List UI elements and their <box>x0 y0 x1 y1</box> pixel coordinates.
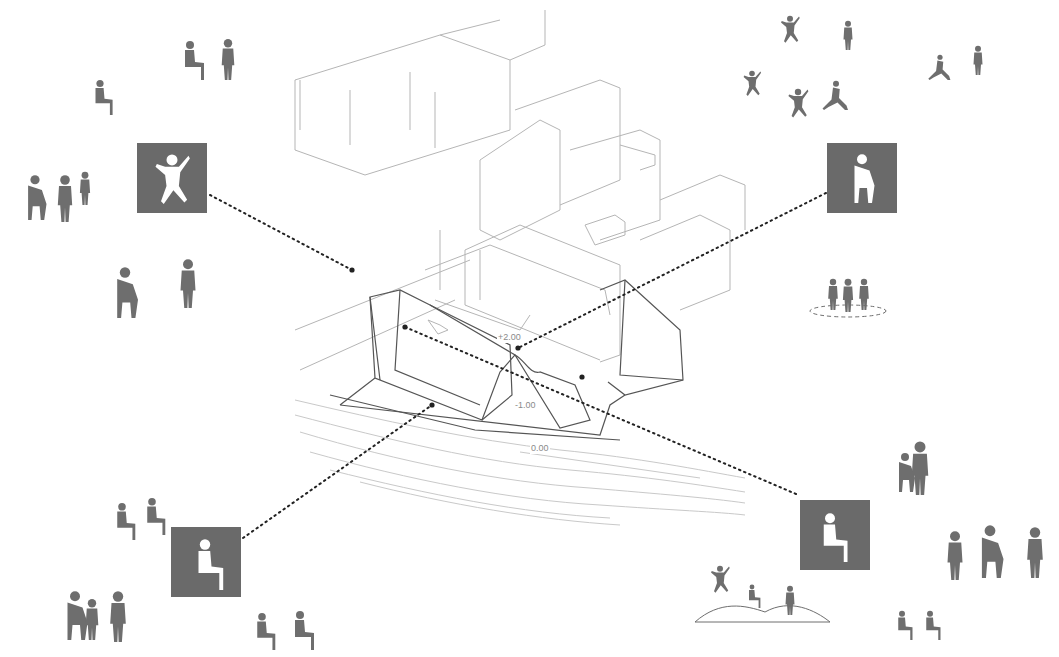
level-label: 0.00 <box>530 443 550 454</box>
icon-boxes <box>137 143 897 597</box>
leader-lines <box>210 193 826 538</box>
leader-dots <box>349 267 584 407</box>
contour-lines <box>295 400 745 525</box>
main-building <box>330 280 683 440</box>
level-label: -1.00 <box>514 400 537 411</box>
context-buildings <box>295 10 745 370</box>
level-label: +2.00 <box>497 332 522 343</box>
people-silhouettes <box>28 16 1043 650</box>
